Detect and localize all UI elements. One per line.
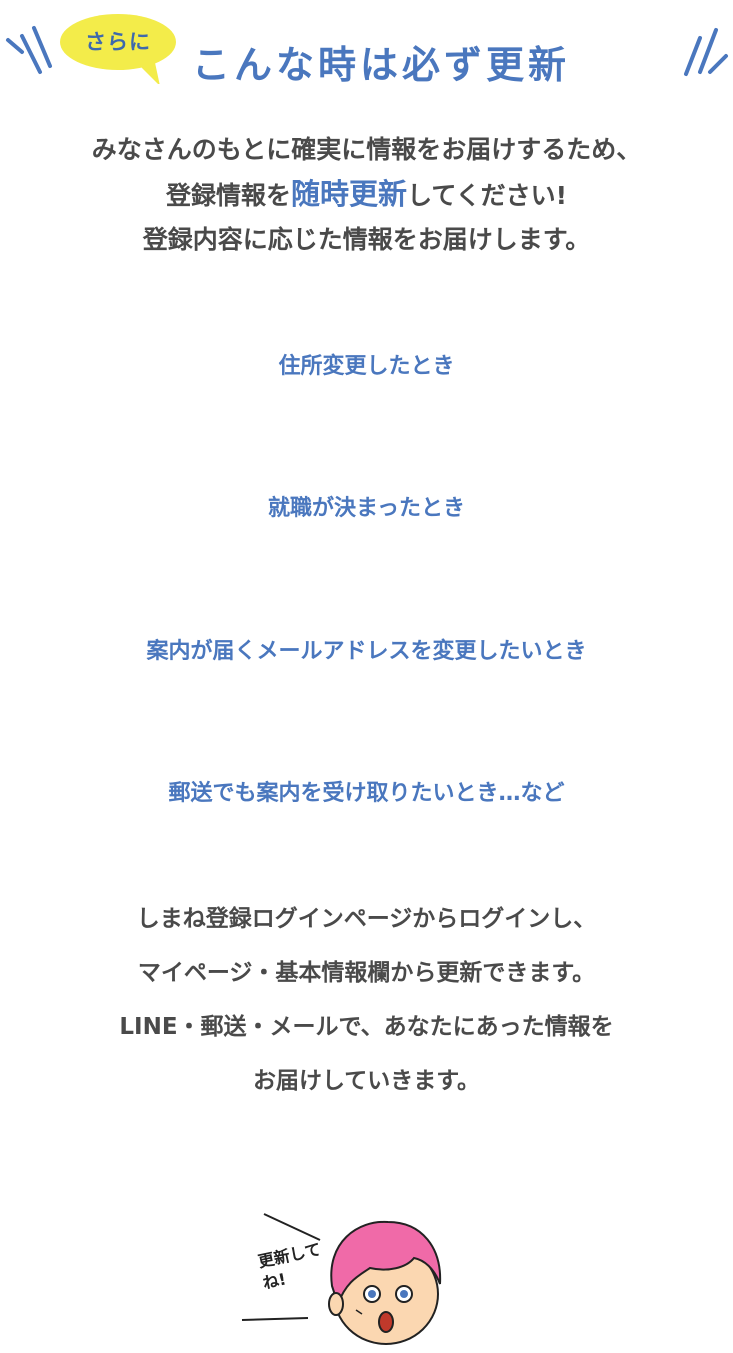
outro-line-1: しまね登録ログインページからログインし、 [136, 906, 597, 932]
mascot-girl-icon [241, 1213, 442, 1345]
intro-line-1: みなさんのもとに確実に情報をお届けするため、 [91, 135, 642, 164]
intro-emphasis: 随時更新 [291, 177, 408, 211]
intro-line-2-after: してください! [407, 181, 567, 210]
case-item: 郵送でも案内を受け取りたいとき…など [168, 781, 565, 806]
outro-text: しまね登録ログインページからログインし、 マイページ・基本情報欄から更新できます… [0, 892, 733, 1108]
intro-line-2-before: 登録情報を [166, 181, 292, 210]
intro-text: みなさんのもとに確実に情報をお届けするため、 登録情報を随時更新してください! … [0, 128, 733, 262]
mascot-illustration: 更新してね! [238, 1212, 448, 1347]
tag-label: さらに [85, 30, 151, 54]
intro-line-2: 登録情報を随時更新してください! [0, 172, 733, 218]
page-title: こんな時は必ず更新 [192, 43, 571, 87]
motion-lines-left-icon [6, 26, 52, 74]
case-item: 案内が届くメールアドレスを変更したいとき [146, 639, 587, 664]
outro-line-4: お届けしていきます。 [252, 1068, 480, 1094]
speech-bubble-icon [60, 14, 176, 84]
speech-bubble-tag: さらに [58, 12, 182, 84]
motion-lines-right-icon [684, 28, 728, 76]
header: さらに こんな時は必ず更新 [0, 0, 733, 110]
intro-line-3: 登録内容に応じた情報をお届けします。 [142, 225, 591, 254]
header-decoration [6, 26, 728, 76]
case-item: 就職が決まったとき [267, 496, 466, 521]
outro-line-2: マイページ・基本情報欄から更新できます。 [137, 960, 596, 986]
outro-line-3: LINE・郵送・メールで、あなたにあった情報を [119, 1014, 614, 1040]
case-item: 住所変更したとき [278, 354, 455, 379]
